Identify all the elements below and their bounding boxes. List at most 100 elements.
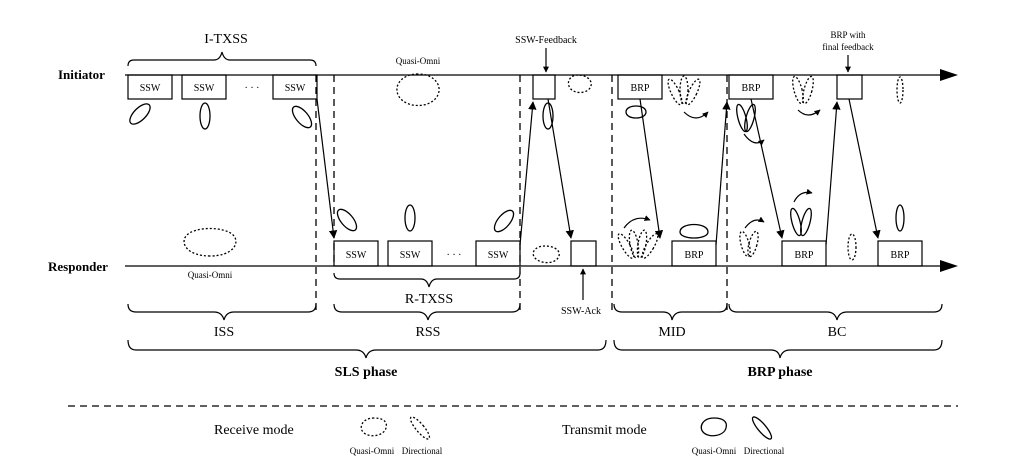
- iss-label: ISS: [214, 325, 234, 340]
- rx-directional-sweep: [739, 230, 759, 258]
- tx-directional-beam: [129, 103, 151, 125]
- ssw-label: SSW: [346, 250, 367, 261]
- initiator-ssw-n: [272, 74, 318, 100]
- rss-brace: [333, 303, 521, 321]
- rx-directional-beam: [847, 233, 857, 261]
- i-txss-label: I-TXSS: [204, 32, 248, 47]
- responder-brp-bc-2: [877, 240, 923, 267]
- brp-final-label-2: final feedback: [822, 42, 874, 52]
- ssw-label: SSW: [488, 250, 509, 261]
- tx-directional-beams: [790, 207, 812, 237]
- tx-directional-beam: [493, 209, 515, 233]
- ellipsis: · · ·: [447, 250, 462, 261]
- legend-tx-directional-label: Directional: [744, 446, 785, 456]
- mid-label: MID: [658, 325, 685, 340]
- iss-to-rss-arrow: [316, 98, 338, 239]
- brp-final-label-1: BRP with: [831, 30, 866, 40]
- r-txss-label: R-TXSS: [405, 292, 453, 307]
- legend-rx-directional-label: Directional: [402, 446, 443, 456]
- tx-directional-beam: [199, 102, 211, 130]
- brp-label: BRP: [891, 250, 910, 261]
- ssw-feedback-frame: [532, 74, 556, 100]
- initiator-brp-final: [836, 74, 863, 100]
- brp-label: BRP: [685, 250, 704, 261]
- rx-quasi-omni-pattern: [567, 74, 592, 94]
- feedback-to-ack-arrow: [547, 98, 574, 239]
- rx-quasi-omni-pattern: [183, 227, 237, 257]
- brp-mid-down-arrow: [639, 98, 664, 239]
- brp-bc-up-arrow: [825, 101, 841, 246]
- tx-directional-beam: [291, 105, 313, 129]
- ssw-label: SSW: [400, 250, 421, 261]
- sls-phase-brace: [127, 339, 607, 359]
- r-txss-brace: [333, 272, 521, 288]
- rss-label: RSS: [416, 325, 441, 340]
- sweep-arrow: [793, 188, 813, 203]
- initiator-label: Initiator: [58, 67, 105, 82]
- tx-directional-beam: [895, 204, 905, 232]
- mid-brace: [613, 303, 728, 321]
- responder-ssw-2: [387, 240, 433, 267]
- sweep-arrow: [797, 109, 821, 116]
- quasi-omni-label-initiator: Quasi-Omni: [396, 56, 441, 66]
- responder-ssw-n: [475, 240, 521, 267]
- responder-brp-bc-1: [781, 240, 827, 267]
- receive-mode-label: Receive mode: [214, 423, 294, 438]
- quasi-omni-label-responder: Quasi-Omni: [188, 270, 233, 280]
- brp-bc-down-arrow-1: [750, 98, 785, 239]
- initiator-ssw-frames: SSW SSW · · · SSW: [127, 74, 318, 100]
- tx-directional-beams: [736, 103, 756, 133]
- rx-directional-sweep: [792, 75, 814, 105]
- legend-rx-quasi-omni-label: Quasi-Omni: [350, 446, 395, 456]
- bc-label: BC: [828, 325, 847, 340]
- rx-directional-sweep: [617, 229, 659, 259]
- sweep-arrow: [683, 111, 709, 119]
- brp-phase-label: BRP phase: [748, 365, 813, 380]
- legend-rx-directional-icon: [409, 416, 431, 440]
- sls-phase-label: SLS phase: [335, 365, 398, 380]
- bc-brace: [728, 303, 943, 321]
- ellipsis: · · ·: [245, 83, 260, 94]
- legend-rx-quasi-omni-icon: [360, 417, 388, 437]
- responder-ssw-frames: SSW SSW · · · SSW: [333, 240, 521, 267]
- responder-label: Responder: [48, 259, 108, 274]
- brp-phase-brace: [613, 339, 943, 359]
- legend-tx-quasi-omni-label: Quasi-Omni: [692, 446, 737, 456]
- tx-directional-beam: [404, 204, 416, 232]
- rx-directional-sweep: [667, 75, 701, 106]
- ssw-ack-label: SSW-Ack: [561, 306, 601, 317]
- sweep-arrow: [623, 215, 651, 229]
- tx-quasi-omni-pattern: [679, 223, 709, 239]
- tx-directional-beam: [542, 102, 554, 130]
- brp-mid-up-arrow: [715, 101, 731, 246]
- ssw-feedback-label: SSW-Feedback: [515, 35, 577, 46]
- iss-brace: [127, 303, 317, 321]
- tx-directional-beam: [336, 208, 358, 232]
- i-txss-brace: [127, 51, 317, 67]
- legend-tx-quasi-omni-icon: [700, 417, 728, 437]
- rx-quasi-omni-pattern: [532, 245, 560, 264]
- ssw-label: SSW: [194, 83, 215, 94]
- responder-brp-mid: [671, 240, 717, 267]
- legend-tx-directional-icon: [751, 416, 773, 440]
- sweep-arrow: [743, 133, 765, 146]
- rx-directional-beam: [896, 76, 904, 104]
- responder-arrowhead: [940, 260, 958, 272]
- brp-label: BRP: [742, 83, 761, 94]
- ssw-label: SSW: [140, 83, 161, 94]
- brp-label: BRP: [631, 83, 650, 94]
- ssw-ack-frame: [570, 240, 597, 267]
- rss-to-feedback-arrow: [519, 101, 537, 246]
- transmit-mode-label: Transmit mode: [562, 423, 647, 438]
- initiator-ssw-1: [127, 74, 173, 100]
- responder-ssw-1: [333, 240, 379, 267]
- tx-quasi-omni-pattern: [625, 105, 647, 119]
- initiator-ssw-2: [181, 74, 227, 100]
- ssw-label: SSW: [285, 83, 306, 94]
- sweep-arrow: [744, 216, 765, 229]
- rx-quasi-omni-pattern: [396, 73, 440, 107]
- brp-label: BRP: [795, 250, 814, 261]
- initiator-arrowhead: [940, 69, 958, 81]
